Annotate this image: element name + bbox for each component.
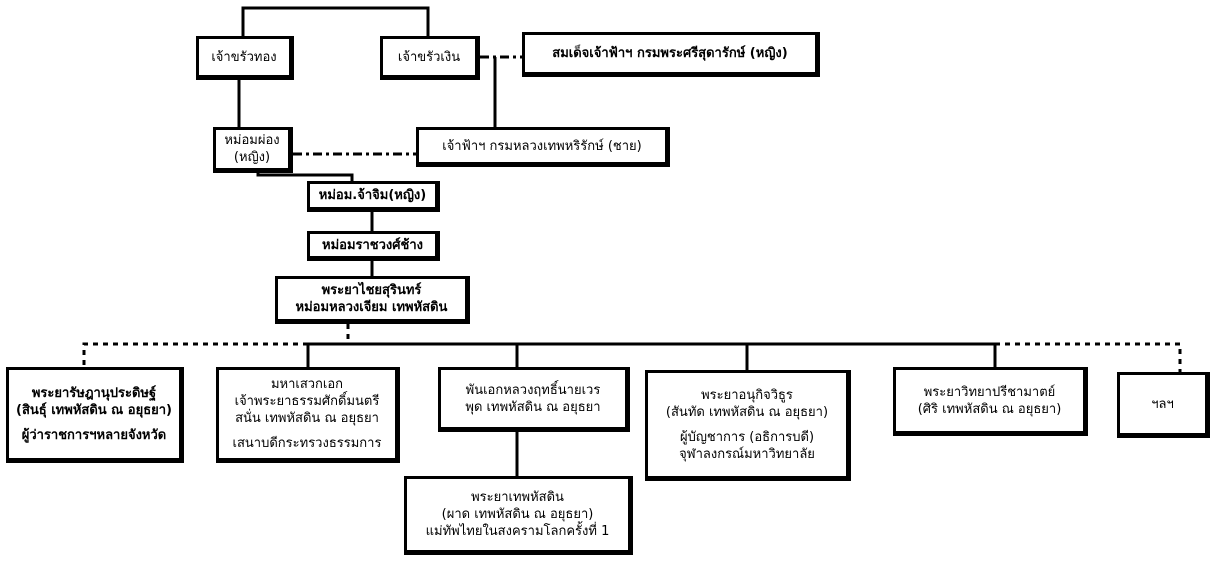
connector-n8-n14 bbox=[995, 342, 1182, 374]
node-line: พระยาไชยสุรินทร์ bbox=[321, 283, 422, 298]
node-line: แม่ทัพไทยในสงครามโลกครั้งที่ 1 bbox=[425, 524, 610, 539]
node-line: ผู้ว่าราชการฯหลายจังหวัด bbox=[21, 427, 167, 443]
node-line: ฯลฯ bbox=[1151, 396, 1174, 412]
node-line: มหาเสวกเอก bbox=[270, 377, 344, 392]
node-line: พระยาวิทยาปรีชามาตย์ bbox=[923, 384, 1056, 400]
node-line: (หญิง) bbox=[233, 150, 271, 165]
node-line: เจ้าพระยาธรรมศักดิ์มนตรี bbox=[234, 394, 380, 409]
node-line: (ศิริ เทพหัสดิน ณ อยุธยา) bbox=[917, 401, 1062, 417]
node-phraya-ratsada: พระยารัษฎานุประดิษฐ์ (สินธุ์ เทพหัสดิน ณ… bbox=[6, 367, 184, 463]
node-line: พุด เทพหัสดิน ณ อยุธยา bbox=[465, 399, 601, 415]
node-mom-chao-chim: หม่อม.จ้าจิม(หญิง) bbox=[307, 181, 440, 212]
node-etc: ฯลฯ bbox=[1117, 372, 1210, 438]
node-line: พระยาเทพหัสดิน bbox=[471, 490, 564, 505]
node-line: (ผาด เทพหัสดิน ณ อยุธยา) bbox=[441, 507, 594, 522]
node-line: เจ้าขรัวทอง bbox=[211, 49, 277, 65]
node-phraya-anukit-withun: พระยาอนุกิจวิธูร (สันทัด เทพหัสดิน ณ อยุ… bbox=[645, 370, 851, 481]
node-line: พันเอกหลวงฤทธิ์นายเวร bbox=[465, 382, 601, 398]
connector-n8-n10 bbox=[306, 342, 348, 369]
connector-n4-n6 bbox=[256, 172, 354, 183]
node-line: หม่อมหลวงเจียม เทพหัสดิน bbox=[295, 300, 448, 315]
node-line: เจ้าฟ้าฯ กรมหลวงเทพหริรักษ์ (ชาย) bbox=[442, 138, 642, 154]
node-line: เจ้าขรัวเงิน bbox=[397, 49, 461, 65]
node-line: สมเด็จเจ้าฟ้าฯ กรมพระศรีสุดารักษ์ (หญิง) bbox=[552, 46, 788, 61]
node-somdet-chaofa-sri-sudarak: สมเด็จเจ้าฟ้าฯ กรมพระศรีสุดารักษ์ (หญิง) bbox=[522, 32, 820, 77]
node-line: ผู้บัญชาการ (อธิการบดี) bbox=[679, 429, 815, 445]
connector-n8-n11 bbox=[348, 342, 519, 369]
node-line: หม่อมผ่อง bbox=[224, 133, 280, 148]
node-line: หม่อม.จ้าจิม(หญิง) bbox=[318, 188, 427, 203]
node-phraya-chai-surin: พระยาไชยสุรินทร์ หม่อมหลวงเจียม เทพหัสดิ… bbox=[275, 276, 470, 324]
node-line: จุฬาลงกรณ์มหาวิทยาลัย bbox=[679, 446, 815, 462]
node-line: พระยาอนุกิจวิธูร bbox=[701, 387, 793, 403]
connector-n1-n2 bbox=[241, 6, 430, 38]
node-line: (สันทัด เทพหัสดิน ณ อยุธยา) bbox=[665, 404, 829, 420]
node-chaophraya-thammasak: มหาเสวกเอก เจ้าพระยาธรรมศักดิ์มนตรี สนั่… bbox=[216, 367, 400, 463]
node-mom-rajawong-chang: หม่อมราชวงศ์ช้าง bbox=[307, 231, 440, 261]
node-luang-rit-naiwen: พันเอกหลวงฤทธิ์นายเวร พุด เทพหัสดิน ณ อย… bbox=[438, 367, 630, 432]
node-line: พระยารัษฎานุประดิษฐ์ bbox=[31, 385, 157, 401]
node-mom-phong: หม่อมผ่อง (หญิง) bbox=[213, 127, 293, 173]
connector-n8-n9 bbox=[82, 324, 350, 369]
node-phraya-witthaya-preecha: พระยาวิทยาปรีชามาตย์ (ศิริ เทพหัสดิน ณ อ… bbox=[893, 367, 1088, 436]
node-chao-khrua-ngoen: เจ้าขรัวเงิน bbox=[380, 36, 480, 80]
node-line: หม่อมราชวงศ์ช้าง bbox=[322, 237, 423, 253]
node-chao-khrua-thong: เจ้าขรัวทอง bbox=[196, 36, 294, 80]
node-line: (สินธุ์ เทพหัสดิน ณ อยุธยา) bbox=[16, 402, 172, 418]
node-line: เสนาบดีกระทรวงธรรมการ bbox=[232, 436, 382, 451]
connector-n8-n13 bbox=[747, 342, 997, 369]
node-chaofa-thephariruk: เจ้าฟ้าฯ กรมหลวงเทพหริรักษ์ (ชาย) bbox=[416, 127, 670, 167]
node-phraya-thephatsadin: พระยาเทพหัสดิน (ผาด เทพหัสดิน ณ อยุธยา) … bbox=[404, 476, 633, 555]
node-line: สนั่น เทพหัสดิน ณ อยุธยา bbox=[235, 411, 379, 426]
